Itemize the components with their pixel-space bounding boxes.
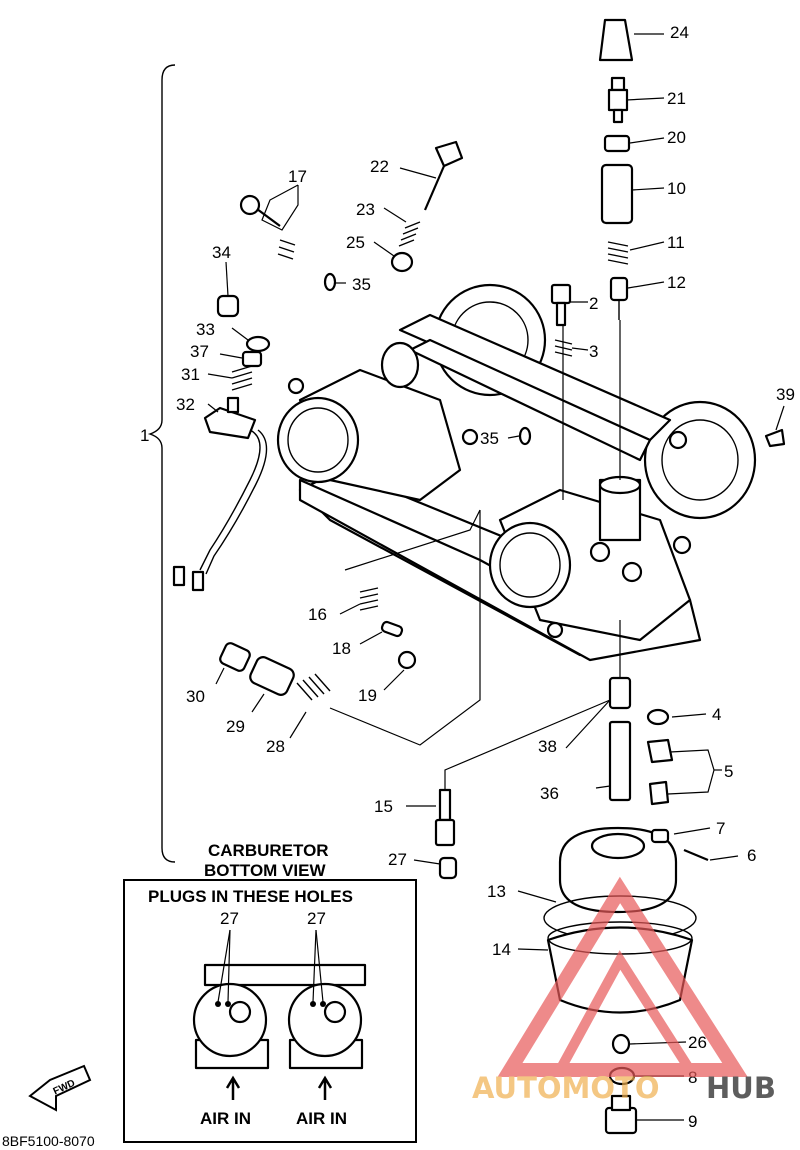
callout-2: 2: [589, 294, 598, 313]
part-2-screw: [550, 283, 572, 327]
callout-15: 15: [374, 797, 393, 816]
callout-32: 32: [176, 395, 195, 414]
part-code: 8BF5100-8070: [2, 1133, 95, 1149]
fwd-arrow: FWD: [28, 1064, 92, 1112]
watermark-text-b: HUB: [706, 1071, 776, 1105]
part-23-spring: [398, 221, 421, 247]
part-18-pin: [380, 620, 404, 638]
plug-label-left: 27: [220, 909, 239, 928]
callout-29: 29: [226, 717, 245, 736]
callout-33: 33: [196, 320, 215, 339]
callout-31: 31: [181, 365, 200, 384]
part-37-nut: [241, 350, 263, 368]
part-29-sleeve: [249, 656, 295, 696]
callout-27: 27: [388, 850, 407, 869]
air-in-right: AIR IN: [296, 1109, 347, 1128]
callout-24: 24: [670, 23, 689, 42]
leader-lines: [207, 33, 785, 1121]
air-in-arrow-right: [317, 1075, 333, 1100]
part-9-plug: [604, 1094, 638, 1135]
callout-35-mid: 35: [480, 429, 499, 448]
callout-26: 26: [688, 1033, 707, 1052]
callout-4: 4: [712, 705, 721, 724]
callout-13: 13: [487, 882, 506, 901]
callout-11: 11: [667, 233, 685, 252]
part-36-tube: [608, 720, 632, 802]
assembly-bracket: [147, 64, 176, 863]
callout-20: 20: [667, 128, 686, 147]
part-10-sleeve: [600, 163, 634, 225]
watermark-logo: AUTOMOTO HUB: [472, 876, 776, 1105]
callout-36: 36: [540, 784, 559, 803]
part-25-cap: [390, 251, 414, 273]
callout-3: 3: [589, 342, 598, 361]
plugs-caption: PLUGS IN THESE HOLES: [148, 887, 353, 906]
part-24-cap: [598, 18, 634, 62]
callout-38: 38: [538, 737, 557, 756]
callout-10: 10: [667, 179, 686, 198]
part-34-cap: [216, 294, 240, 318]
part-6-pin: [683, 848, 709, 862]
callout-25: 25: [346, 233, 365, 252]
part-27-plug: [438, 856, 458, 880]
part-33-washer: [245, 335, 271, 353]
part-35-oring-top: [323, 272, 337, 292]
callout-35-top: 35: [352, 275, 371, 294]
callout-9: 9: [688, 1112, 697, 1131]
part-26-screw: [611, 1033, 631, 1055]
part-15-screw: [434, 788, 456, 847]
callout-19: 19: [358, 686, 377, 705]
part-20-nut: [603, 134, 631, 153]
part-28-spring: [296, 673, 331, 701]
part-4-nut: [646, 708, 670, 726]
part-35-oring-mid: [518, 426, 532, 446]
callout-12: 12: [667, 273, 686, 292]
callout-17: 17: [288, 167, 307, 186]
callout-6: 6: [747, 846, 756, 865]
part-31-spring: [231, 365, 253, 391]
carburetor-body: [276, 283, 757, 662]
part-12-plunger: [609, 276, 629, 320]
air-in-arrow-left: [225, 1075, 241, 1100]
callout-34: 34: [212, 243, 231, 262]
callout-5: 5: [724, 762, 733, 781]
callout-39: 39: [776, 385, 795, 404]
bottom-view-title-1: CARBURETOR: [208, 841, 329, 860]
watermark-text-a: AUTOMOTO: [472, 1071, 659, 1105]
callout-22: 22: [370, 157, 389, 176]
callout-numbers: 1 2 3 4 5 6 7 8 9 10 11 12 13 14 15 16 1…: [140, 23, 795, 1131]
callout-21: 21: [667, 89, 686, 108]
part-30-sleeve: [219, 642, 251, 672]
part-7-float: [558, 826, 678, 914]
callout-28: 28: [266, 737, 285, 756]
callout-8: 8: [688, 1068, 697, 1087]
callout-14: 14: [492, 940, 511, 959]
part-39-plug: [764, 428, 786, 448]
part-19-washer: [397, 650, 417, 670]
bottom-view-frame: [123, 879, 417, 1143]
callout-30: 30: [186, 687, 205, 706]
part-11-spring: [607, 241, 629, 265]
callout-37: 37: [190, 342, 209, 361]
air-in-left: AIR IN: [200, 1109, 251, 1128]
callout-1: 1: [140, 426, 149, 445]
part-5-jets: [646, 738, 674, 806]
part-21-adjuster: [607, 76, 629, 124]
part-38-jet: [608, 676, 632, 710]
callout-7: 7: [716, 819, 725, 838]
callout-18: 18: [332, 639, 351, 658]
part-32-sensor: [172, 396, 268, 592]
bottom-view-inset: CARBURETOR BOTTOM VIEW PLUGS IN THESE HO…: [123, 841, 417, 1143]
callout-23: 23: [356, 200, 375, 219]
part-22-screw: [423, 140, 464, 211]
part-17-screw: [239, 194, 296, 260]
part-16-spring: [359, 587, 379, 611]
bottom-view-title-2: BOTTOM VIEW: [204, 861, 326, 880]
plug-label-right: 27: [307, 909, 326, 928]
callout-16: 16: [308, 605, 327, 624]
